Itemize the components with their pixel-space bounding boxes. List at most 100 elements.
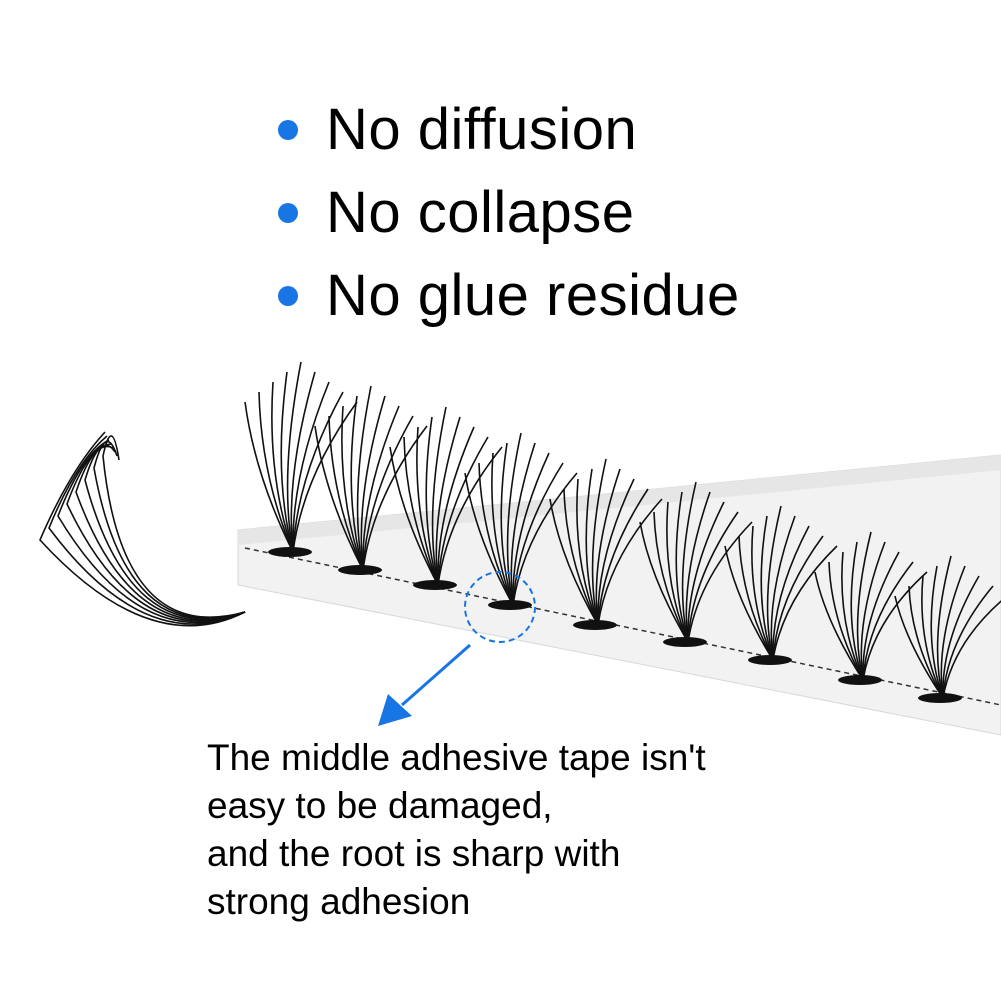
lash-strand xyxy=(814,571,864,681)
lash-strand xyxy=(760,515,774,661)
lash-strand xyxy=(770,515,796,661)
lash-strand xyxy=(437,446,503,586)
lash-strand xyxy=(850,541,864,681)
lash-strand xyxy=(292,381,330,553)
feature-text: No collapse xyxy=(326,179,635,245)
lash-fan xyxy=(314,385,428,575)
lash-strand xyxy=(685,491,711,643)
lash-strand xyxy=(362,425,428,571)
lash-fan xyxy=(724,505,838,665)
lash-strand xyxy=(314,425,364,571)
lash-strand xyxy=(84,444,246,620)
lash-strand xyxy=(389,446,439,586)
lash-strand xyxy=(244,401,294,553)
lash-strand xyxy=(772,545,838,661)
lash-strand xyxy=(464,472,514,606)
lash-strand xyxy=(766,505,782,661)
lash-strand xyxy=(356,385,372,571)
lash-fan xyxy=(389,406,503,590)
lash-strand xyxy=(687,521,753,643)
lash-strand xyxy=(350,395,364,571)
lash-strand xyxy=(576,478,599,626)
lash-strand xyxy=(280,371,294,553)
lash-strand xyxy=(687,501,725,643)
lash-strand xyxy=(738,535,774,661)
caption-text: The middle adhesive tape isn't easy to b… xyxy=(207,734,907,926)
lash-strand xyxy=(597,488,649,626)
lash-strand xyxy=(862,551,900,681)
bullet-dot-icon xyxy=(278,202,298,223)
lash-strand xyxy=(942,600,1001,699)
lash-strand xyxy=(772,525,810,661)
lash-strand xyxy=(681,481,697,643)
lash-strand xyxy=(666,501,689,643)
lash-clusters xyxy=(244,361,1001,703)
lash-strand xyxy=(341,405,364,571)
lash-strand xyxy=(57,439,246,624)
lash-root xyxy=(268,547,312,557)
lash-strand xyxy=(860,541,886,681)
lash-strand xyxy=(724,545,774,661)
lash-strand xyxy=(362,415,414,571)
lash-strand xyxy=(512,472,578,606)
lash-strand xyxy=(772,535,824,661)
lash-strand xyxy=(437,436,489,586)
lash-strand xyxy=(292,401,358,553)
lash-strand xyxy=(500,442,514,606)
feature-text: No glue residue xyxy=(326,262,740,328)
lash-strand xyxy=(942,585,994,699)
lash-fan xyxy=(244,361,358,557)
lash-strand xyxy=(258,391,294,553)
caption-line: and the root is sharp with xyxy=(207,833,621,874)
single-lash-cluster xyxy=(39,431,246,627)
feature-item: No glue residue xyxy=(278,254,740,337)
lash-strand xyxy=(362,405,400,571)
lash-strand xyxy=(908,585,944,699)
lash-strand xyxy=(360,395,386,571)
lash-strand xyxy=(841,551,864,681)
lash-strand xyxy=(39,431,246,627)
lash-strand xyxy=(271,381,294,553)
lash-strand xyxy=(591,458,607,626)
lash-strand xyxy=(563,488,599,626)
lash-strand xyxy=(48,435,246,625)
caption-line: strong adhesion xyxy=(207,881,471,922)
lash-strand xyxy=(549,498,599,626)
lash-strand xyxy=(435,416,461,586)
feature-text: No diffusion xyxy=(326,96,638,162)
lash-strand xyxy=(751,525,774,661)
lash-strand xyxy=(512,462,564,606)
lash-strand xyxy=(102,435,246,618)
feature-item: No collapse xyxy=(278,171,740,254)
lash-root xyxy=(338,565,382,575)
lash-strand xyxy=(828,561,864,681)
lash-strand xyxy=(862,571,928,681)
caption-line: easy to be damaged, xyxy=(207,785,553,826)
lash-strand xyxy=(510,442,536,606)
lash-strand xyxy=(894,595,944,699)
pointer-arrow-icon xyxy=(378,694,412,726)
lash-strand xyxy=(491,452,514,606)
lash-strand xyxy=(403,436,439,586)
lash-fan xyxy=(639,481,753,647)
lash-strand xyxy=(585,468,599,626)
lash-strand xyxy=(930,565,944,699)
lash-root xyxy=(748,655,792,665)
lash-strand xyxy=(416,426,439,586)
lash-strand xyxy=(478,462,514,606)
lash-strand xyxy=(328,415,364,571)
highlight-circle xyxy=(464,571,536,643)
lash-strand xyxy=(425,416,439,586)
lash-strand xyxy=(856,531,872,681)
lash-root xyxy=(663,637,707,647)
pointer-arrow-line xyxy=(401,643,471,707)
lash-root xyxy=(918,693,962,703)
tape-upper-band xyxy=(238,455,1001,545)
feature-list: No diffusion No collapse No glue residue xyxy=(278,88,740,337)
lash-strand xyxy=(940,565,966,699)
lash-root xyxy=(488,600,532,610)
bullet-dot-icon xyxy=(278,119,298,140)
lash-strand xyxy=(595,468,621,626)
lash-strand xyxy=(597,498,663,626)
lash-strand xyxy=(286,361,302,553)
